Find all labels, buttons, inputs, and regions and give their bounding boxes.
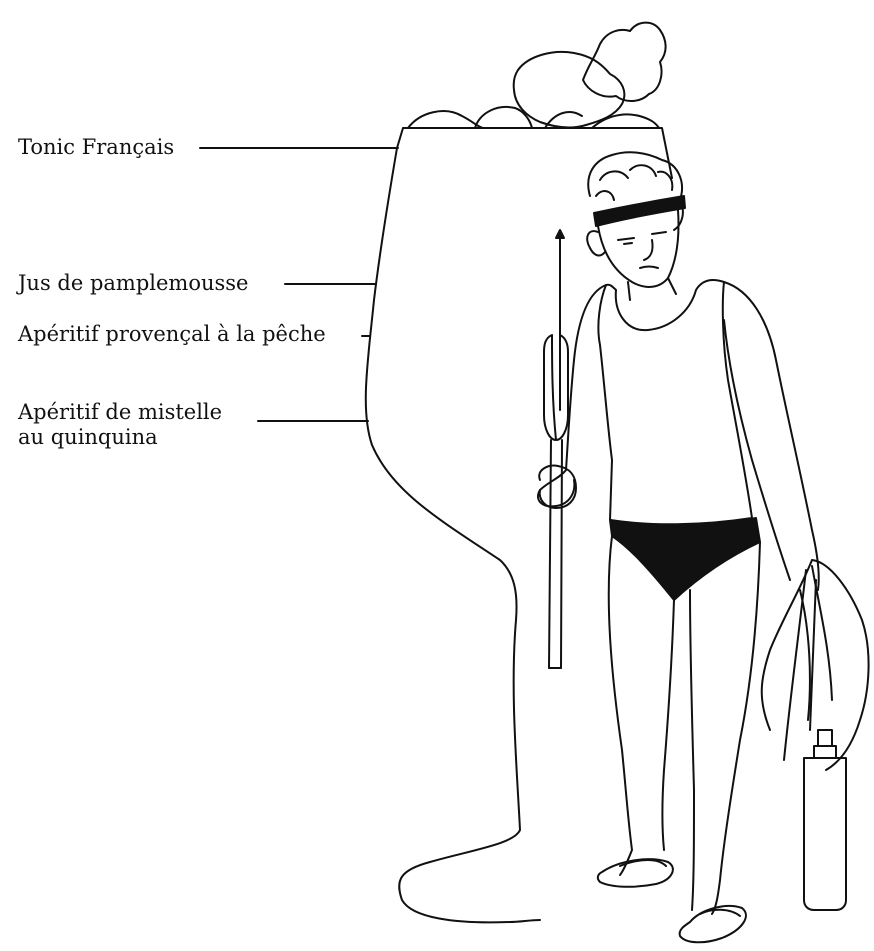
ice-cubes — [408, 23, 666, 128]
label-tonic-francais: Tonic Français — [18, 135, 174, 160]
bottle — [804, 730, 846, 910]
man-eyes — [618, 232, 666, 244]
man-left-leg — [609, 536, 632, 875]
man-left-leg-inner — [663, 600, 675, 850]
spear-shaft-left — [549, 440, 551, 668]
bottle-neck — [814, 746, 836, 758]
tank-top — [598, 280, 752, 524]
towel-fold — [784, 570, 816, 760]
spear-tip — [556, 230, 564, 238]
man-nose — [644, 240, 653, 260]
label-mistelle-line1: Apéritif de mistelle — [18, 400, 222, 425]
headband — [594, 196, 685, 226]
man-neck — [628, 278, 676, 300]
man-figure — [538, 152, 819, 942]
man-hair-curls — [596, 165, 672, 200]
bottle-cap — [818, 730, 832, 746]
right-sandal-strap — [700, 910, 740, 916]
ice-cube-middle — [514, 52, 625, 128]
swim-briefs — [610, 518, 760, 600]
bottle-body — [804, 758, 846, 910]
label-mistelle-line2: au quinquina — [18, 425, 222, 450]
ice-cube-left — [408, 111, 483, 128]
label-aperitif-peche: Apéritif provençal à la pêche — [18, 322, 326, 347]
spear — [544, 230, 568, 668]
man-mouth — [640, 267, 658, 269]
ice-cube-edge — [592, 114, 659, 128]
label-jus-de-pamplemousse: Jus de pamplemousse — [18, 271, 248, 296]
man-right-leg-inner — [690, 590, 694, 910]
label-aperitif-mistelle: Apéritif de mistelle au quinquina — [18, 400, 222, 450]
man-right-leg — [712, 542, 760, 914]
spear-fork-head — [544, 335, 568, 440]
